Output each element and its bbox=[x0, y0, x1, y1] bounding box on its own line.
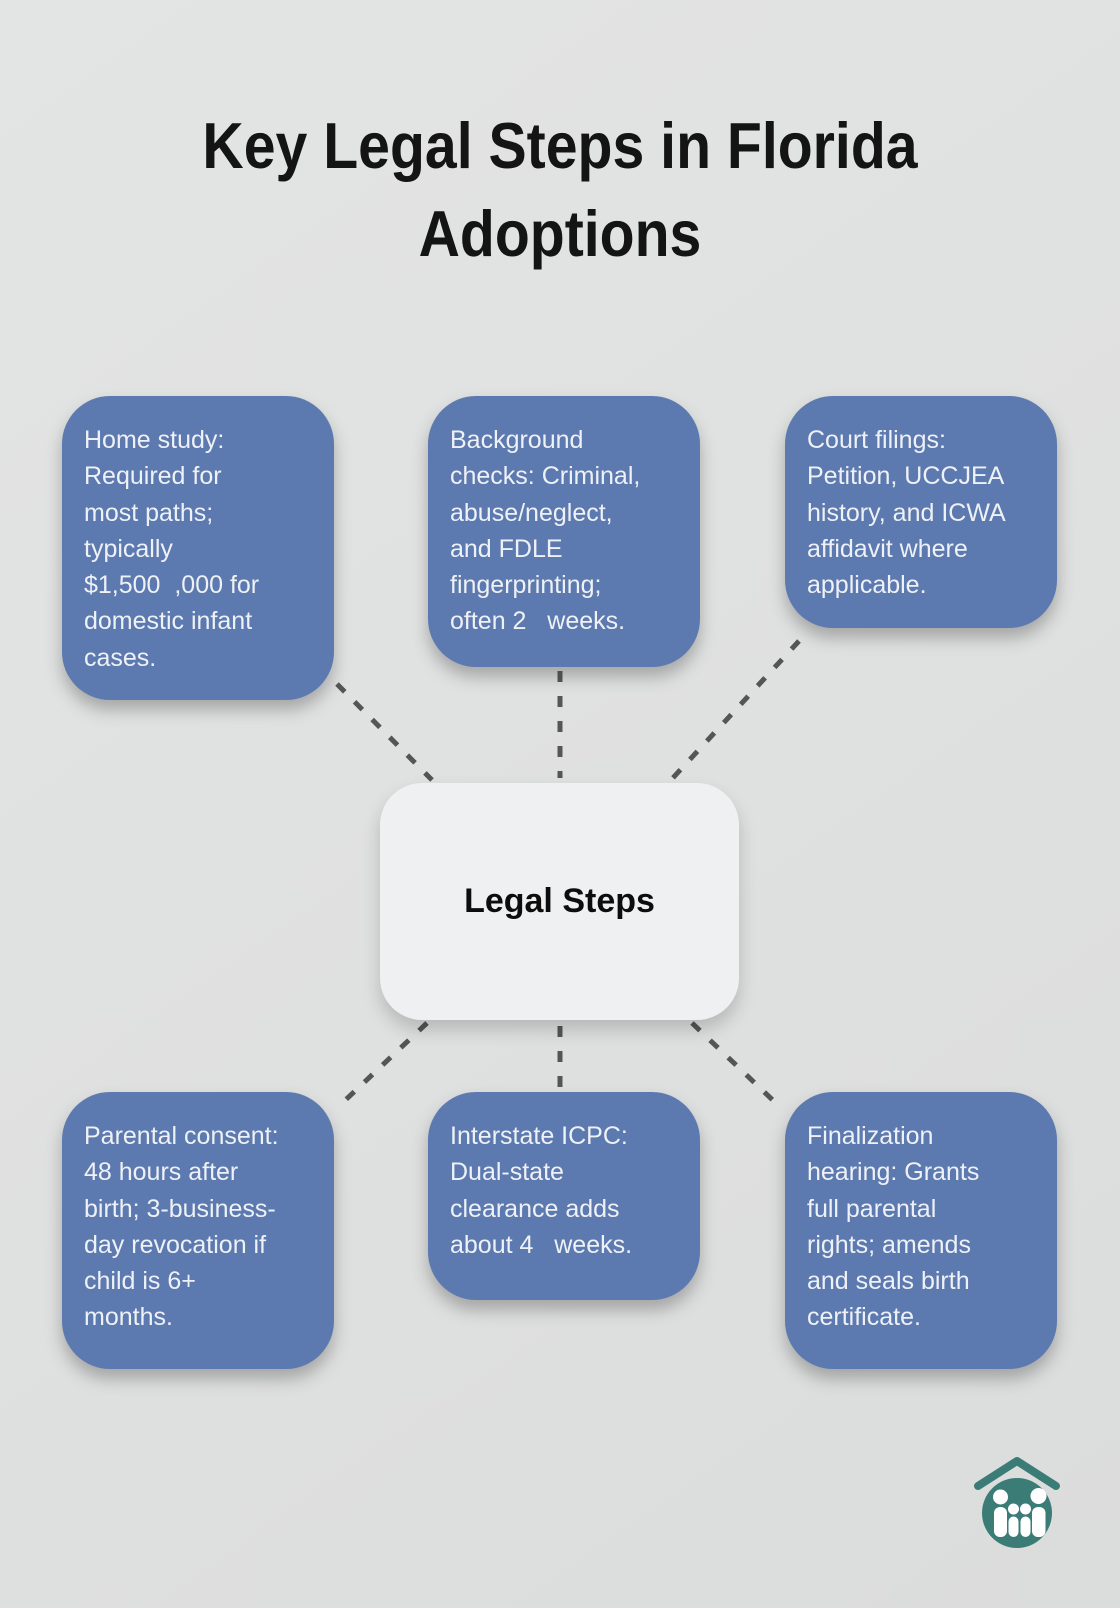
page-title-text: Key Legal Steps in Florida Adoptions bbox=[202, 109, 918, 270]
node-interstate-icpc: Interstate ICPC: Dual-state clearance ad… bbox=[428, 1092, 700, 1300]
connector-court-filings bbox=[669, 639, 801, 782]
center-node: Legal Steps bbox=[380, 783, 739, 1020]
page-title: Key Legal Steps in Florida Adoptions bbox=[67, 102, 1053, 278]
node-home-study-text: Home study: Required for most paths; typ… bbox=[84, 426, 260, 672]
node-background-checks: Background checks: Criminal, abuse/negle… bbox=[428, 396, 700, 667]
node-finalization-hearing-text: Finalization hearing: Grants full parent… bbox=[807, 1122, 980, 1332]
node-parental-consent: Parental consent: 48 hours after birth; … bbox=[62, 1092, 334, 1369]
node-finalization-hearing: Finalization hearing: Grants full parent… bbox=[785, 1092, 1057, 1369]
node-court-filings: Court filings: Petition, UCCJEA history,… bbox=[785, 396, 1057, 628]
family-under-roof-icon bbox=[974, 1457, 1060, 1548]
node-parental-consent-text: Parental consent: 48 hours after birth; … bbox=[84, 1122, 279, 1332]
connector-finalization-hearing bbox=[690, 1021, 782, 1109]
connector-parental-consent bbox=[335, 1021, 429, 1110]
connector-home-study bbox=[335, 682, 434, 782]
node-background-checks-text: Background checks: Criminal, abuse/negle… bbox=[450, 426, 641, 636]
node-home-study: Home study: Required for most paths; typ… bbox=[62, 396, 334, 700]
center-node-label: Legal Steps bbox=[464, 882, 655, 920]
node-interstate-icpc-text: Interstate ICPC: Dual-state clearance ad… bbox=[450, 1122, 633, 1259]
node-court-filings-text: Court filings: Petition, UCCJEA history,… bbox=[807, 426, 1006, 599]
brand-logo bbox=[970, 1448, 1064, 1552]
